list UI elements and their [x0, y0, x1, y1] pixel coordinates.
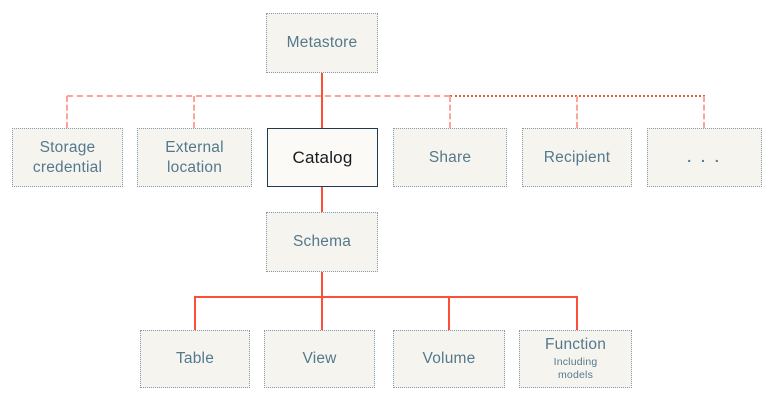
connector-drop-share — [449, 96, 451, 128]
node-catalog-label: Catalog — [292, 147, 353, 167]
connector-drop-volume — [448, 296, 450, 330]
connector-drop-external-location — [193, 96, 195, 128]
connector-drop-more — [703, 96, 705, 128]
connector-dashed-top-left — [67, 95, 450, 97]
node-schema: Schema — [266, 212, 378, 272]
node-metastore: Metastore — [266, 13, 378, 73]
node-metastore-label: Metastore — [286, 34, 358, 52]
node-share-label: Share — [428, 148, 472, 166]
connector-bottom-bus — [194, 296, 578, 298]
node-more-label: . . . — [687, 148, 722, 165]
node-more: . . . — [647, 128, 762, 187]
node-view-label: View — [302, 350, 337, 368]
connector-metastore-catalog — [321, 73, 323, 128]
connector-catalog-schema — [321, 187, 323, 212]
connector-drop-recipient — [576, 96, 578, 128]
node-storage-credential: Storage credential — [12, 128, 123, 187]
node-recipient: Recipient — [522, 128, 632, 187]
node-table: Table — [140, 330, 250, 388]
node-view: View — [264, 330, 375, 388]
node-volume: Volume — [393, 330, 505, 388]
node-function-label: Function — [544, 336, 607, 354]
node-recipient-label: Recipient — [543, 148, 611, 166]
node-share: Share — [393, 128, 507, 187]
connector-drop-function — [576, 296, 578, 330]
node-function-note: Including models — [553, 356, 598, 382]
node-external-location-label: External location — [165, 138, 224, 176]
node-volume-label: Volume — [422, 350, 476, 368]
node-external-location: External location — [137, 128, 252, 187]
node-table-label: Table — [175, 350, 215, 368]
node-catalog: Catalog — [267, 128, 378, 187]
node-schema-label: Schema — [292, 233, 352, 251]
node-function: Function Including models — [519, 330, 632, 388]
connector-schema-view — [321, 272, 323, 330]
connector-drop-storage-credential — [66, 96, 68, 128]
node-storage-credential-label: Storage credential — [32, 138, 103, 176]
connector-drop-table — [194, 296, 196, 330]
